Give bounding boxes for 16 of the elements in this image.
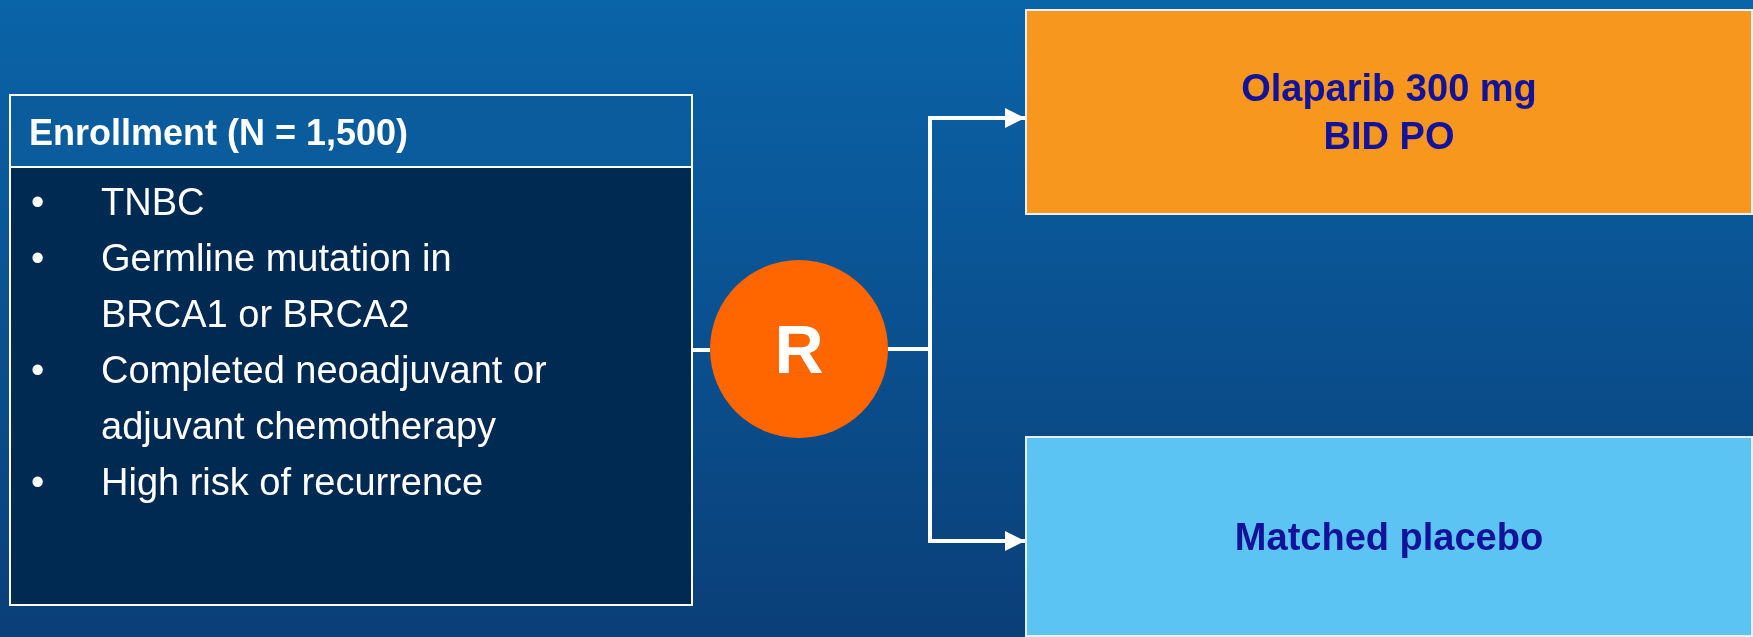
bullet-item: Germline mutation in BRCA1 or BRCA2 [100, 236, 453, 337]
bullet-mark: • [31, 348, 45, 393]
connector-arrow [888, 347, 1025, 551]
bullet-item: TNBC [100, 180, 205, 225]
arm-label: Olaparib 300 mg BID PO [1240, 66, 1538, 159]
bullet-mark: • [31, 236, 45, 281]
bullet-mark: • [31, 180, 45, 225]
bullet-item: Completed neoadjuvant or adjuvant chemotherapy [100, 348, 548, 449]
treatment-arm-box [1025, 436, 1753, 637]
bullet-item: High risk of recurrence [100, 460, 484, 505]
treatment-arm-box [1025, 9, 1753, 215]
arm-label: Matched placebo [1234, 514, 1544, 560]
panel-heading: Enrollment (N = 1,500) [11, 96, 691, 168]
enrollment-panel [9, 94, 693, 606]
circle-label: R [774, 310, 824, 388]
bullet-mark: • [31, 460, 45, 505]
